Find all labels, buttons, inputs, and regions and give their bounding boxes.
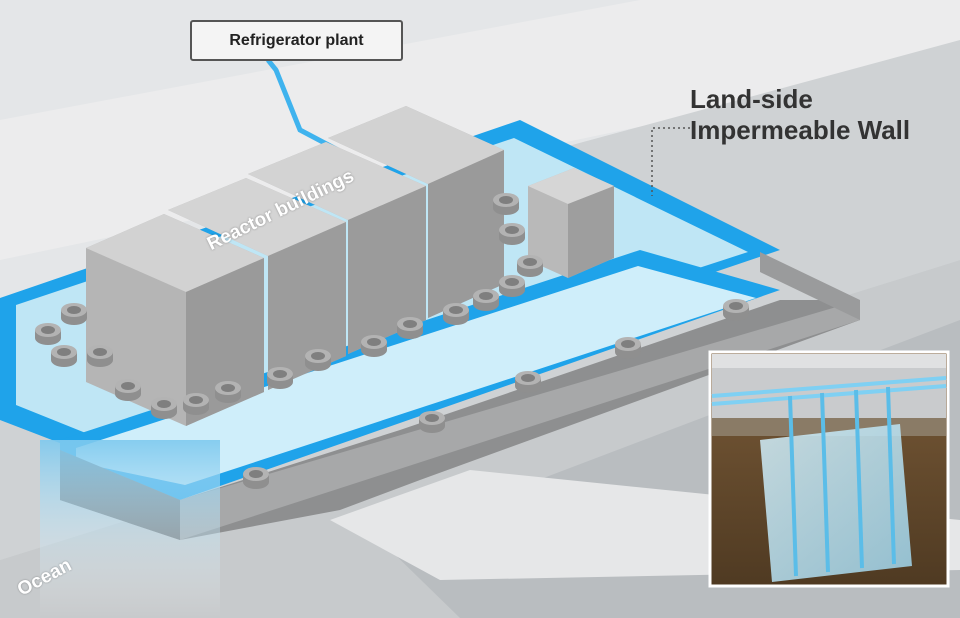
pipe-cap-icon [615,337,641,359]
pipe-cap-icon [515,371,541,393]
pipe-cap-icon [443,303,469,325]
wall-label-line1: Land-side [690,84,813,114]
pipe-cap-icon [419,411,445,433]
pipe-cap-icon [493,193,519,215]
pipe-cap-icon [267,367,293,389]
pipe-cap-icon [115,379,141,401]
pipe-cap-icon [499,275,525,297]
refrigerator-plant-label: Refrigerator plant [190,20,403,61]
pipe-cap-icon [361,335,387,357]
pipe-cap-icon [151,397,177,419]
pipe-cap-icon [61,303,87,325]
pipe-cap-icon [215,381,241,403]
pipe-caps [35,193,749,489]
pipe-cap-icon [51,345,77,367]
pipe-cap-icon [397,317,423,339]
pipe-cap-icon [183,393,209,415]
impermeable-wall-label: Land-side Impermeable Wall [690,84,910,146]
pipe-cap-icon [305,349,331,371]
pipe-cap-icon [473,289,499,311]
ocean-water [40,440,220,618]
pipe-cap-icon [499,223,525,245]
pipe-cap-icon [35,323,61,345]
reactor-buildings [86,106,614,426]
pipe-cap-icon [243,467,269,489]
pipe-cap-icon [87,345,113,367]
pipe-cap-icon [517,255,543,277]
frozen-wall-inset [708,350,950,588]
pipe-cap-icon [723,299,749,321]
wall-label-line2: Impermeable Wall [690,115,911,145]
